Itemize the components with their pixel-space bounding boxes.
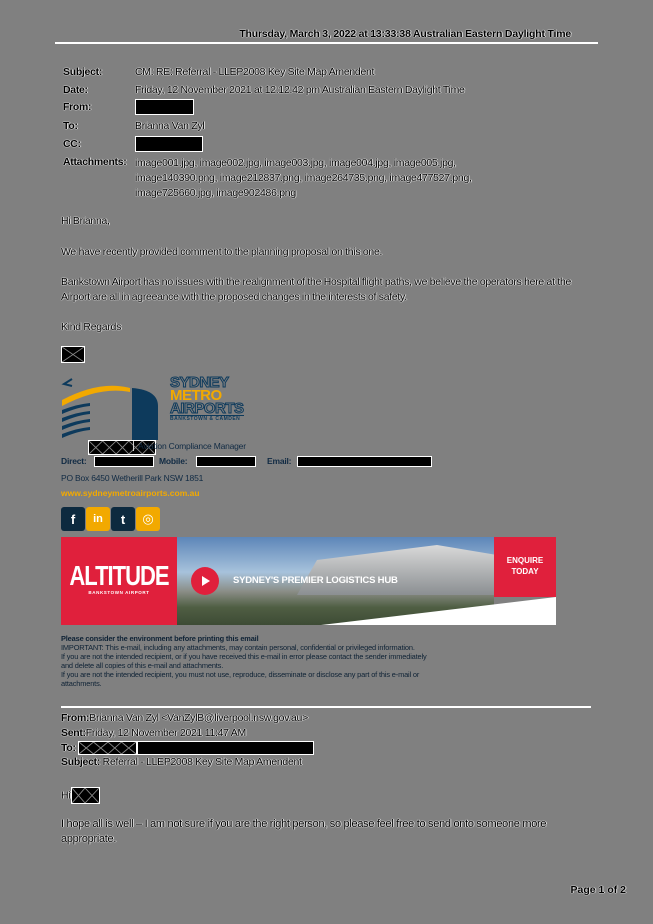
to-value: Brianna Van Zyl <box>135 120 205 132</box>
from-value <box>135 99 194 118</box>
direct-label: Direct: <box>61 456 87 466</box>
redaction-box <box>135 99 194 115</box>
disclaimer-line: If you are not the intended recipient, o… <box>61 652 427 661</box>
redacted-name-image <box>88 440 157 455</box>
greeting: Hi Brianna, <box>61 215 110 227</box>
cc-value <box>135 136 203 155</box>
forwarded-greeting-row: Hi <box>61 787 101 804</box>
header-divider <box>55 42 598 44</box>
logo-wordmark: SYDNEY METRO AIRPORTS BANKSTOWN & CAMDEN <box>170 374 245 423</box>
facebook-icon[interactable]: f <box>61 507 85 531</box>
play-button-icon[interactable] <box>191 567 219 595</box>
forwarded-sent-row: Sent:Friday, 12 November 2021 11:47 AM <box>61 727 246 739</box>
date-label: Date: <box>63 84 88 96</box>
attachments-row: Attachments: image001.jpg, image002.jpg,… <box>63 156 472 199</box>
logo-line-airports: AIRPORTS <box>170 400 245 417</box>
redacted-greeting-name <box>71 787 101 804</box>
postal-address: PO Box 6450 Wetherill Park NSW 1851 <box>61 473 204 483</box>
redaction-box <box>135 136 203 152</box>
forwarded-body-paragraph: I hope all is well – I am not sure if yo… <box>61 818 547 845</box>
airport-emblem-icon <box>61 378 158 440</box>
closing: Kind Regards <box>61 321 122 333</box>
direct-phone-redacted <box>94 456 154 467</box>
banner-headline: SYDNEY'S PREMIER LOGISTICS HUB <box>233 575 398 586</box>
enquire-today-button[interactable]: ENQUIRE TODAY <box>494 537 556 597</box>
page-number: Page 1 of 2 <box>570 884 626 896</box>
forwarded-from-value[interactable]: Brianna Van Zyl <VanZylB@liverpool.nsw.g… <box>89 712 308 724</box>
mobile-label: Mobile: <box>159 456 188 466</box>
forwarded-from-row: From:Brianna Van Zyl <VanZylB@liverpool.… <box>61 712 308 724</box>
forwarded-from-label: From: <box>61 712 90 724</box>
disclaimer-line: attachments. <box>61 679 102 688</box>
forwarded-subject-label: Subject: <box>61 756 101 768</box>
banner-brand-sub: BANKSTOWN AIRPORT <box>88 590 150 595</box>
forwarded-to-row: To: <box>61 741 315 755</box>
forwarded-subject-row: Subject: Referral - LLEP2008 Key Site Ma… <box>61 756 302 768</box>
disclaimer-environment: Please consider the environment before p… <box>61 634 259 643</box>
email-disclaimer: Please consider the environment before p… <box>61 634 531 688</box>
disclaimer-line: If you are not the intended recipient, y… <box>61 670 420 679</box>
forwarded-sent-value: Friday, 12 November 2021 11:47 AM <box>85 727 246 739</box>
body-paragraph-2: Bankstown Airport has no issues with the… <box>61 276 572 303</box>
instagram-icon[interactable]: ◎ <box>136 507 160 531</box>
attachments-line-3[interactable]: image725660.jpg, image902486.png <box>135 187 296 199</box>
to-row: To: Brianna Van Zyl <box>63 120 205 132</box>
altitude-banner-ad[interactable]: ALTITUDE BANKSTOWN AIRPORT SYDNEY'S PREM… <box>61 537 556 625</box>
forwarded-divider <box>61 706 591 708</box>
sydney-metro-airports-logo: SYDNEY METRO AIRPORTS BANKSTOWN & CAMDEN <box>60 374 265 440</box>
mobile-phone-redacted <box>196 456 256 467</box>
subject-row: Subject: CM: RE: Referral - LLEP2008 Key… <box>63 66 374 78</box>
logo-line-sydney: SYDNEY <box>170 374 230 391</box>
attachments-list: image001.jpg, image002.jpg, image003.jpg… <box>135 156 472 201</box>
banner-photo: SYDNEY'S PREMIER LOGISTICS HUB <box>177 537 494 625</box>
cta-line-1: ENQUIRE <box>506 556 544 565</box>
cc-row: CC: <box>63 136 203 152</box>
from-label: From: <box>63 101 92 113</box>
cc-label: CC: <box>63 138 81 150</box>
subject-value: CM: RE: Referral - LLEP2008 Key Site Map… <box>135 66 375 78</box>
email-address-redacted[interactable] <box>297 456 432 467</box>
attachments-line-2[interactable]: image140390.png, image212837.png, image2… <box>135 172 472 184</box>
twitter-icon[interactable]: t <box>111 507 135 531</box>
banner-brand: ALTITUDE <box>69 559 169 591</box>
website-link[interactable]: www.sydneymetroairports.com.au <box>61 488 200 498</box>
attachments-line-1[interactable]: image001.jpg, image002.jpg, image003.jpg… <box>135 157 456 169</box>
linkedin-icon[interactable]: in <box>86 507 110 531</box>
logo-line-locations: BANKSTOWN & CAMDEN <box>170 415 244 423</box>
to-label: To: <box>63 120 78 132</box>
forwarded-to-label: To: <box>61 741 76 754</box>
redacted-recipient-image <box>78 741 138 755</box>
print-timestamp: Thursday, March 3, 2022 at 13:33:38 Aust… <box>239 28 571 40</box>
forwarded-subject-value: Referral - LLEP2008 Key Site Map Amenden… <box>102 756 302 768</box>
signature-title: Aviation Compliance Manager <box>133 441 246 451</box>
date-value: Friday, 12 November 2021 at 12:12:42 pm … <box>135 84 465 96</box>
forwarded-sent-label: Sent: <box>61 727 86 739</box>
date-row: Date: Friday, 12 November 2021 at 12:12:… <box>63 84 465 96</box>
broken-image-icon <box>61 346 85 363</box>
logo-line-metro: METRO <box>170 387 222 404</box>
from-row: From: <box>63 99 194 115</box>
warehouse-building <box>297 545 494 595</box>
email-label: Email: <box>267 456 292 466</box>
body-paragraph-1: We have recently provided comment to the… <box>61 246 383 258</box>
disclaimer-line: and delete all copies of this e-mail and… <box>61 661 224 670</box>
forwarded-greeting: Hi <box>61 789 71 802</box>
disclaimer-line: IMPORTANT: This e-mail, including any at… <box>61 643 415 652</box>
attachments-label: Attachments: <box>63 156 127 168</box>
banner-brand-panel: ALTITUDE BANKSTOWN AIRPORT <box>61 537 177 625</box>
subject-label: Subject: <box>63 66 103 78</box>
cta-line-2: TODAY <box>511 567 539 576</box>
redacted-recipient-email <box>137 741 315 755</box>
